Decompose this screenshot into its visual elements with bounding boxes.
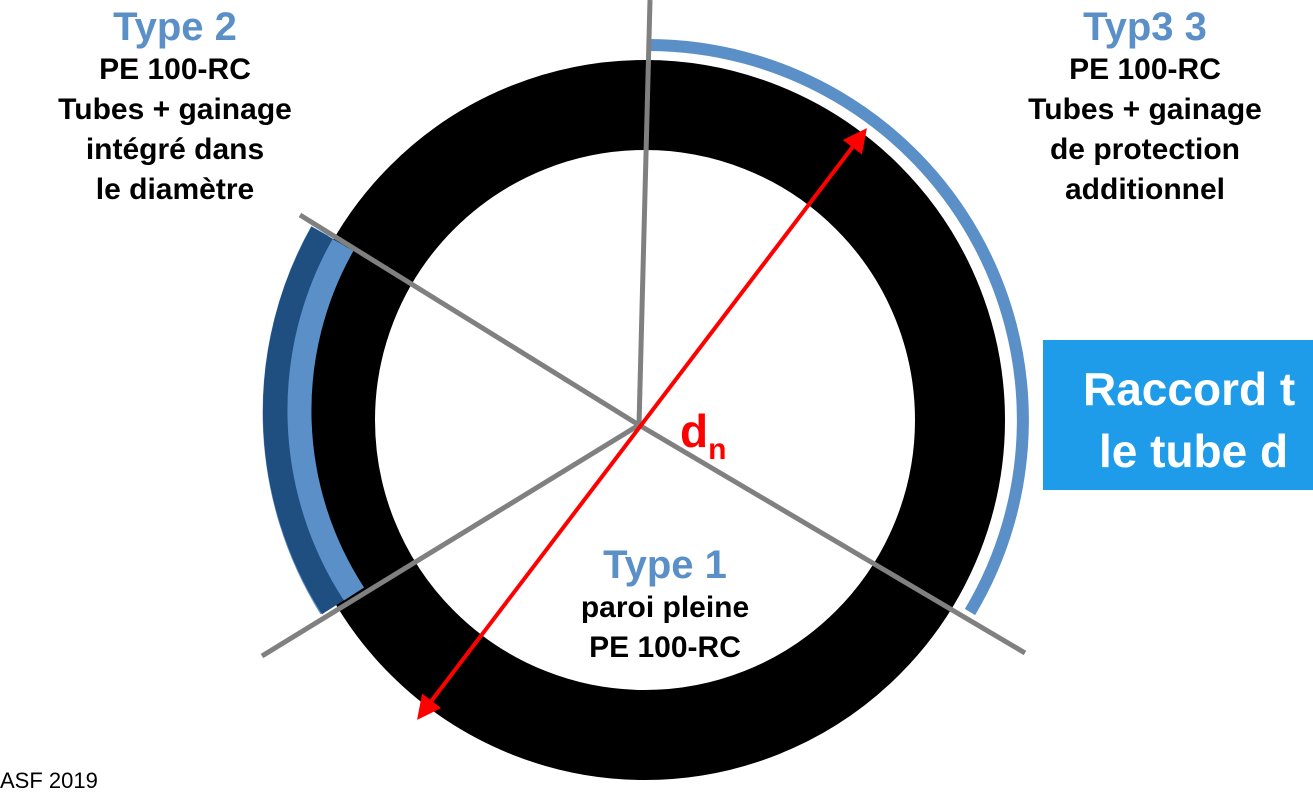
type3-line: Tubes + gainage bbox=[1028, 93, 1262, 126]
diameter-arrow bbox=[417, 128, 867, 720]
type3-label: Typ3 3 PE 100-RC Tubes + gainage de prot… bbox=[975, 4, 1313, 210]
dimension-symbol: d bbox=[680, 405, 709, 457]
nominal-diameter-label: dn bbox=[680, 406, 726, 475]
type1-label: Type 1 paroi pleine PE 100-RC bbox=[540, 542, 790, 668]
callout-line2: le tube d bbox=[1099, 425, 1289, 477]
integrated-sheath-inner bbox=[287, 239, 365, 601]
footer-source: ASF 2019 bbox=[0, 768, 98, 793]
type1-title: Type 1 bbox=[603, 543, 727, 587]
dimension-subscript: n bbox=[708, 433, 727, 466]
type1-line: PE 100-RC bbox=[589, 631, 741, 664]
type2-line: Tubes + gainage bbox=[58, 93, 292, 126]
type1-line: paroi pleine bbox=[580, 591, 750, 624]
type3-line: PE 100-RC bbox=[1069, 53, 1221, 86]
type2-line: PE 100-RC bbox=[99, 53, 251, 86]
type3-line: de protection bbox=[1049, 133, 1240, 166]
type3-line: additionnel bbox=[1065, 173, 1225, 206]
type3-title: Typ3 3 bbox=[1083, 5, 1207, 49]
type2-label: Type 2 PE 100-RC Tubes + gainage intégré… bbox=[0, 4, 350, 210]
integrated-sheath-middle bbox=[262, 226, 355, 615]
callout-line1: Raccord t bbox=[1083, 363, 1296, 415]
type2-title: Type 2 bbox=[113, 5, 237, 49]
additional-sheath-arc bbox=[648, 39, 1029, 616]
type2-line: le diamètre bbox=[95, 173, 255, 206]
callout-box: Raccord t le tube d bbox=[1043, 340, 1313, 490]
type2-line: intégré dans bbox=[85, 133, 265, 166]
